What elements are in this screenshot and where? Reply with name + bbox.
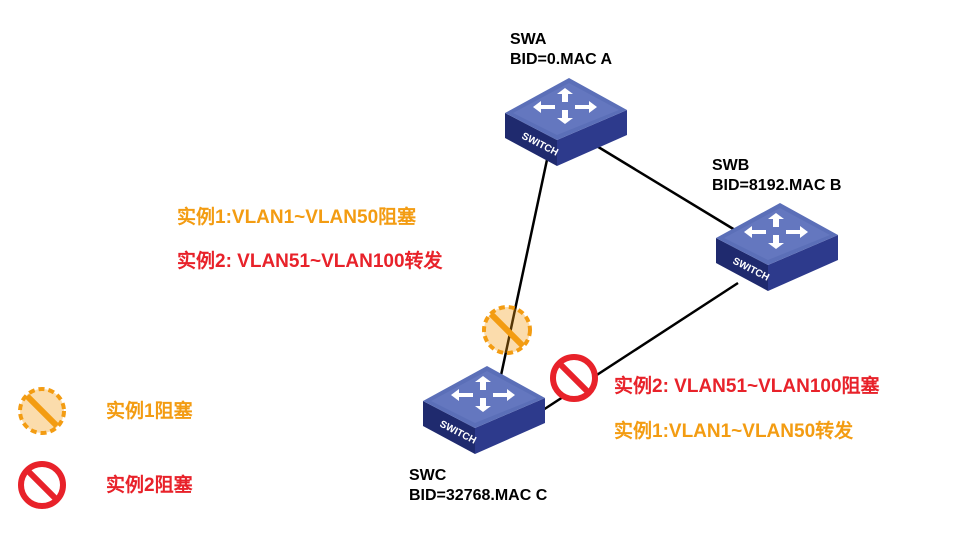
switch-swb-icon: SWITCH xyxy=(716,203,838,291)
swb-name: SWB xyxy=(712,157,750,174)
legend-instance1-block-icon xyxy=(18,387,66,435)
swa-name: SWA xyxy=(510,31,547,48)
legend-instance2-block-label: 实例2阻塞 xyxy=(106,475,193,496)
swc-name: SWC xyxy=(409,467,447,484)
legend-instance1-block-label: 实例1阻塞 xyxy=(106,401,193,422)
instance1-block-icon xyxy=(482,305,532,355)
swc-bid: BID=32768.MAC C xyxy=(409,487,548,504)
link-swa-swc xyxy=(498,154,550,381)
switch-swc-icon: SWITCH xyxy=(423,366,545,454)
link-swa-swb xyxy=(594,143,736,232)
swa-bid: BID=0.MAC A xyxy=(510,51,613,68)
link-ac-instance1-label: 实例1:VLAN1~VLAN50阻塞 xyxy=(177,207,417,228)
link-bc-instance1-label: 实例1:VLAN1~VLAN50转发 xyxy=(614,421,854,442)
legend-instance2-block-icon xyxy=(18,461,66,509)
link-bc-instance2-label: 实例2: VLAN51~VLAN100阻塞 xyxy=(614,376,880,397)
swb-bid: BID=8192.MAC B xyxy=(712,177,842,194)
link-ac-instance2-label: 实例2: VLAN51~VLAN100转发 xyxy=(177,251,443,272)
instance2-block-icon xyxy=(550,354,598,402)
